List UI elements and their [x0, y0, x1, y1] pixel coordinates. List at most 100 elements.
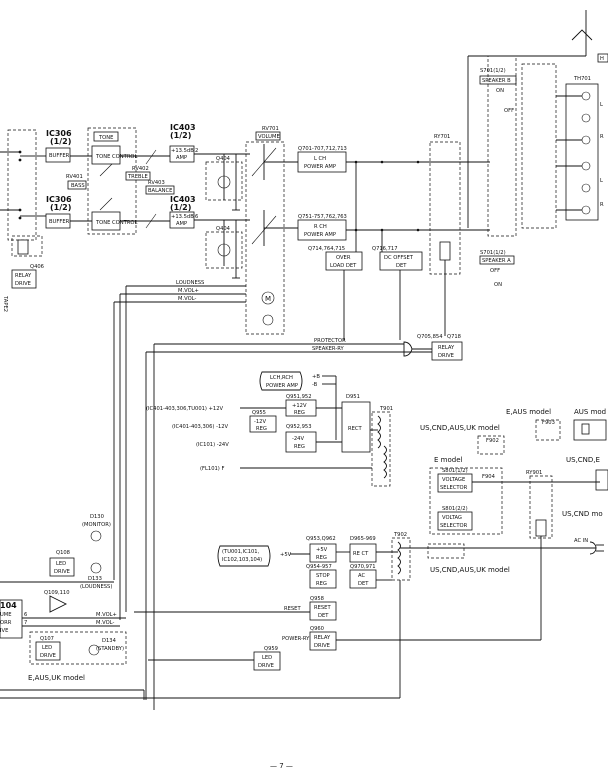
ic306-top-buffer	[45, 147, 71, 163]
ic403-bot-pin: 6	[195, 214, 198, 220]
rv403-name: BALANCE	[148, 188, 172, 194]
rv403-ref: RV403	[148, 180, 165, 186]
acdet-line2: DET	[358, 581, 369, 587]
f903-frame	[535, 419, 561, 441]
relay-coil-left	[17, 239, 29, 255]
mvol-left-minus: M.VOL-	[96, 620, 114, 626]
regm12-ref: Q955	[252, 410, 266, 416]
regm12-src: (IC401-403,306) -12V	[172, 424, 229, 430]
ic306-top-part: (1/2)	[50, 137, 71, 146]
t902-frame	[391, 537, 411, 581]
rect-block	[341, 401, 371, 453]
model-us-cnd-aus-uk-2: US,CND,AUS,UK model	[430, 566, 510, 574]
d134-name: (STANDBY)	[96, 646, 124, 652]
pot-arrow	[99, 197, 113, 211]
relay960-line1: RELAY	[314, 635, 331, 641]
tape2-label: TAPE2	[2, 295, 8, 312]
stopreg	[309, 569, 337, 589]
ac-plug	[589, 541, 597, 555]
ic403-top-name: IC403	[170, 123, 196, 132]
s701-top-name: SPEAKER B	[482, 78, 511, 84]
ic403-bot-part: (1/2)	[170, 203, 191, 212]
lch-line1: L CH	[314, 156, 326, 162]
q107-line1: LED	[42, 645, 52, 651]
relaydrive-left-line1: RELAY	[15, 273, 32, 279]
rv701-name: VOLUME	[258, 134, 280, 140]
tone-title-box	[93, 131, 119, 142]
outlet-top	[573, 419, 607, 441]
ic306-bot-block: BUFFER	[49, 219, 70, 225]
led959	[253, 651, 281, 671]
reg24-line1: -24V	[292, 436, 304, 442]
th701-ref: TH701	[573, 76, 591, 82]
model-us-cnd-aus-uk-1: US,CND,AUS,UK model	[420, 424, 500, 432]
q107	[35, 641, 61, 661]
mvol-plus-signal: M.VOL+	[178, 288, 199, 294]
s801-bot-ref: S801(2/2)	[442, 506, 468, 512]
mvol-minus-signal: M.VOL-	[178, 296, 196, 302]
rch-line1: R CH	[314, 224, 327, 230]
d130-ref: D130	[90, 514, 104, 520]
d130-name: (MONITOR)	[82, 522, 111, 528]
tone-title: TONE	[98, 135, 113, 141]
ic403-bot-name: IC403	[170, 195, 196, 204]
f902: F902	[486, 438, 499, 444]
relaydrive-right-line1: RELAY	[438, 345, 455, 351]
q109: Q109,110	[44, 590, 70, 596]
speaker-switch-b	[521, 63, 557, 229]
ic104-r3: IVE	[0, 628, 8, 634]
q108-ref: Q108	[56, 550, 70, 556]
model-us-cnd-mo: US,CND mo	[562, 510, 603, 518]
reg12-line1: +12V	[292, 403, 307, 409]
q404-top-transistor	[217, 175, 231, 189]
rv403-box	[145, 185, 175, 195]
supply5-v: +5V	[280, 552, 292, 558]
fl-src: (FL101) F	[200, 466, 224, 472]
q404-bot: Q404	[216, 226, 231, 232]
ic403-top-pin: 2	[195, 148, 198, 154]
voltage-selector-frame	[429, 467, 503, 535]
th701-l-top: L	[600, 102, 603, 108]
supply-minus: -B	[312, 382, 318, 388]
loudness-signal: LOUDNESS	[176, 280, 204, 286]
h-tag: H	[600, 56, 604, 62]
th701-r-top: R	[600, 134, 604, 140]
motor-letter: M	[265, 295, 271, 303]
s801-bot-line2: SELECTOR	[440, 523, 468, 529]
outlet-right	[595, 469, 608, 491]
led959-ref: Q959	[264, 646, 278, 652]
rv701-ref: RV701	[262, 126, 279, 132]
acdet	[349, 569, 377, 589]
q404-top: Q404	[216, 156, 231, 162]
relaydrive-left-line2: DRIVE	[15, 281, 31, 287]
s801-bot	[437, 511, 473, 531]
ic403-bot-gain: +13.5dB	[171, 214, 194, 220]
reg24-src: (IC101) -24V	[196, 442, 229, 448]
s701-top-ref: S701(1/2)	[480, 68, 506, 74]
led-drive-frame	[29, 631, 127, 665]
reg12-refs: Q951,952	[286, 394, 312, 400]
s801-bot-line1: VOLTAG	[442, 515, 462, 521]
supply-note-line2: POWER AMP	[266, 383, 298, 389]
supply5-line1: +5V	[316, 547, 328, 553]
s701-bot-box	[479, 255, 515, 265]
d133-name: (LOUDNESS)	[80, 584, 112, 590]
relaydrive-right-ref2: Q718	[447, 334, 461, 340]
relay-coil-frame	[11, 235, 43, 257]
rch-line2: POWER AMP	[304, 232, 336, 238]
supply5-refs: Q953,Q962	[306, 536, 336, 542]
rect2	[349, 543, 377, 563]
reg12-line2: REG	[294, 410, 305, 416]
page-number: — 7 —	[270, 762, 293, 770]
supply5-src2: IC102,103,104)	[222, 557, 262, 563]
lch-line2: POWER AMP	[304, 164, 336, 170]
volume-frame	[245, 141, 285, 335]
power-ry-signal: POWER-RY	[282, 636, 310, 642]
q108-line2: DRIVE	[54, 569, 70, 575]
pot-arrow	[145, 213, 157, 229]
s801-top	[437, 473, 473, 493]
f903: F903	[542, 420, 555, 426]
resetdet-ref: Q958	[310, 596, 324, 602]
tone-control-top	[91, 145, 121, 165]
